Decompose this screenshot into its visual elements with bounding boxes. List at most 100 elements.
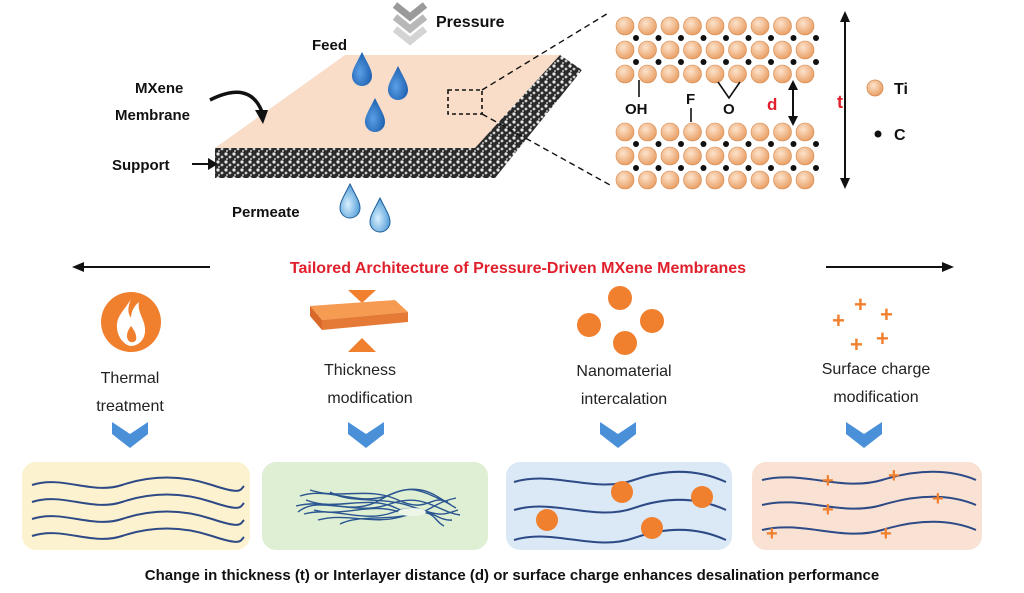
c-atom [768,35,774,41]
ti-atom [773,170,792,190]
ti-atom [615,64,635,84]
ti-atom [683,40,702,60]
svg-text:+: + [932,488,944,510]
ti-atom [615,40,635,60]
mxene-layer-lower [615,122,819,190]
c-atom [768,59,774,65]
ti-atom [683,122,702,142]
panel-surface-charge [752,462,982,550]
ti-atom [615,122,635,142]
ti-atom [728,146,747,166]
ti-atom [660,146,680,166]
curved-arrow-icon [209,90,264,113]
method-3-line1: Nanomaterial [576,363,671,380]
ti-atom [660,122,680,142]
c-atom [745,59,752,65]
ti-atom [638,16,657,36]
method-2-line2: modification [327,390,412,407]
svg-text:+: + [822,470,834,492]
support-side-face [475,55,582,178]
svg-text:+: + [832,308,845,333]
permeate-drop-icon [339,182,361,219]
method-1-line1: Thermal [101,370,160,387]
ti-atom-legend-icon [866,79,884,97]
svg-text:+: + [888,465,900,487]
ti-atom [615,16,635,36]
panel-thickness [262,462,488,550]
c-atom [813,35,819,41]
zoom-region [447,89,483,115]
t-label: t [837,92,843,112]
svg-text:+: + [876,326,889,351]
c-atom [633,59,639,65]
ti-atom [705,146,725,166]
plus-charges-icon: + + + + + [832,292,893,357]
support-front-face [215,148,475,178]
ti-atom [728,16,747,36]
svg-text:+: + [850,332,863,357]
ti-atom [750,146,770,166]
ti-atom [660,170,680,190]
c-atom [655,35,662,41]
ti-atom [728,40,747,60]
c-atom [700,35,707,41]
ti-atom [615,146,635,166]
ti-atom [705,122,725,142]
c-atom [768,165,774,171]
svg-text:+: + [880,302,893,327]
zoom-line-lower [481,113,611,186]
ti-atom [660,64,680,84]
ti-atom [795,64,815,84]
ti-atom [795,122,815,142]
mesh-gap [398,508,426,516]
ti-atom [660,40,680,60]
pressure-chevrons-icon [392,2,428,46]
compressed-slab-icon [310,290,408,352]
panel-thermal [22,462,250,550]
ti-atom [660,16,680,36]
c-atom [678,59,684,65]
ti-atom [638,40,657,60]
ti-atom [728,170,747,190]
ti-atom [728,122,747,142]
down-arrow-icon [112,422,148,448]
d-arrow-head-down [788,116,798,126]
down-arrow-icon [600,422,636,448]
c-atom-legend-icon [874,130,882,138]
c-atom [678,165,684,171]
o-group-label: O [723,101,735,118]
ti-atom [638,146,657,166]
c-atom [745,165,752,171]
c-atom [700,141,707,147]
ti-atom [683,146,702,166]
c-atom [723,59,729,65]
c-atom [655,59,662,65]
c-atom [655,141,662,147]
zoom-line-upper [481,11,611,91]
ti-atom [638,64,657,84]
intercalated-particles [536,481,713,539]
c-atom [633,165,639,171]
membrane-label-line2: Membrane [115,107,190,124]
membrane-label-line1: MXene [135,80,183,97]
down-arrow-icon [846,422,882,448]
method-2-line1: Thickness [324,362,396,379]
d-label: d [767,95,777,114]
c-atom [678,35,684,41]
svg-text:+: + [854,292,867,317]
t-arrow-head-down [840,178,850,189]
c-atom [813,141,819,147]
f-group-label: F [686,91,695,108]
ti-atom [750,170,770,190]
ti-atom [728,64,747,84]
feed-label: Feed [312,37,347,54]
svg-text:+: + [880,523,892,545]
down-arrow-icon [348,422,384,448]
c-atom [700,59,707,65]
water-drop-icon [388,66,408,100]
ti-atom [750,16,770,36]
method-1-line2: treatment [96,398,164,415]
c-atom [655,165,662,171]
c-atom [790,35,797,41]
svg-text:+: + [822,499,834,521]
